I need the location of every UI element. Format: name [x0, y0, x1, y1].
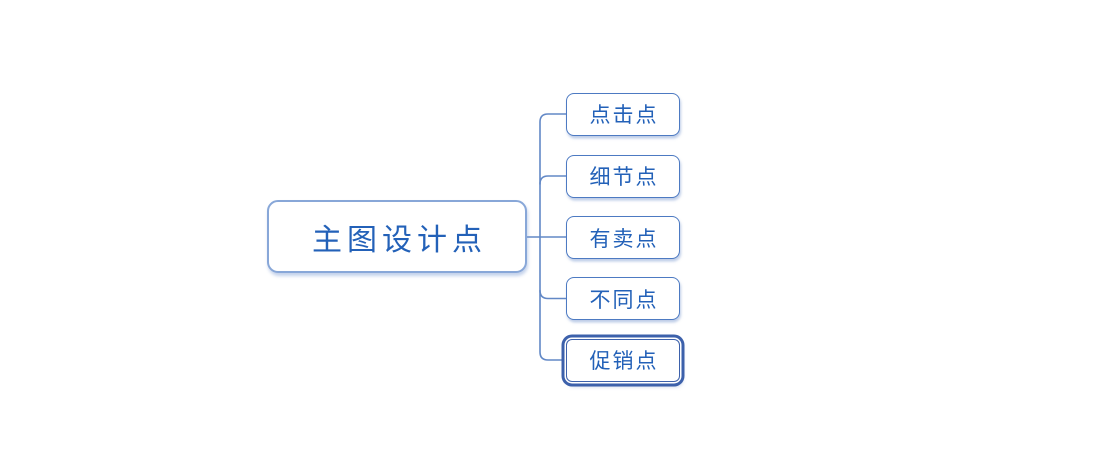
- subtopic-4-label: 不同点: [589, 288, 659, 312]
- subtopic-3-label: 有卖点: [589, 227, 659, 251]
- subtopic-5[interactable]: 促销点: [566, 338, 680, 382]
- subtopic-2-label: 细节点: [589, 166, 659, 189]
- subtopic-1-label: 点击点: [589, 104, 659, 127]
- connector-trunk: [539, 113, 567, 361]
- root-topic-label: 主图设计点: [312, 223, 487, 257]
- connector-to-subtopic-4: [539, 289, 567, 300]
- subtopic-1[interactable]: 点击点: [566, 92, 680, 136]
- subtopic-4[interactable]: 不同点: [566, 277, 680, 320]
- subtopic-3[interactable]: 有卖点: [566, 216, 680, 259]
- connector-to-subtopic-2: [539, 175, 567, 185]
- root-topic[interactable]: 主图设计点: [267, 200, 527, 273]
- subtopic-2[interactable]: 细节点: [566, 154, 680, 198]
- subtopic-5-label: 促销点: [589, 350, 659, 373]
